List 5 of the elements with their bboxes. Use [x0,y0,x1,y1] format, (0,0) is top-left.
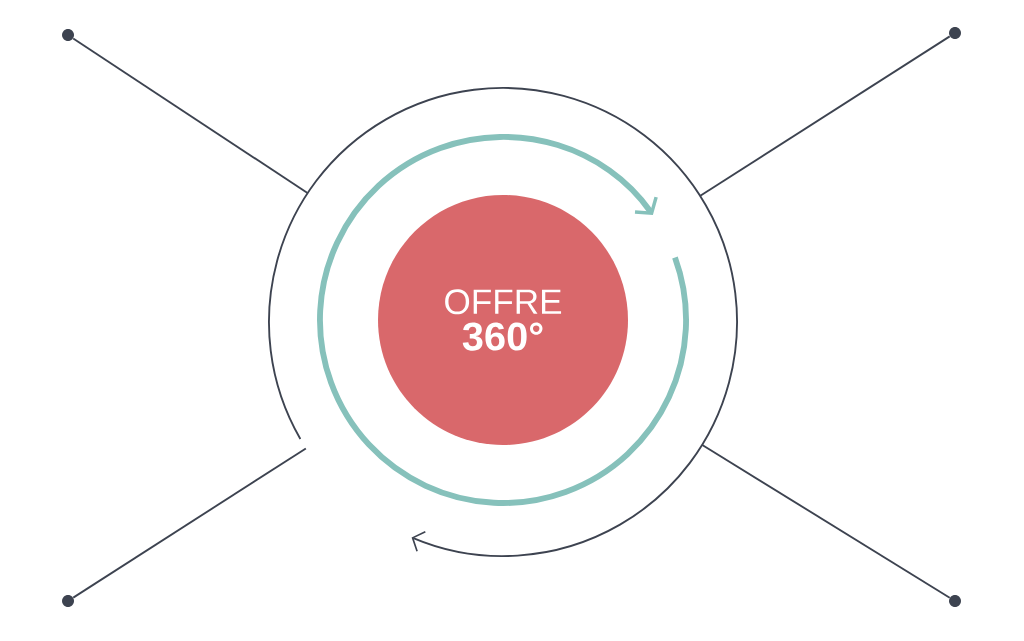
connector-line [701,444,951,599]
connector-line [699,35,951,197]
cycle-circle [268,87,738,558]
connector-line [72,37,309,194]
connector-line [72,447,307,599]
